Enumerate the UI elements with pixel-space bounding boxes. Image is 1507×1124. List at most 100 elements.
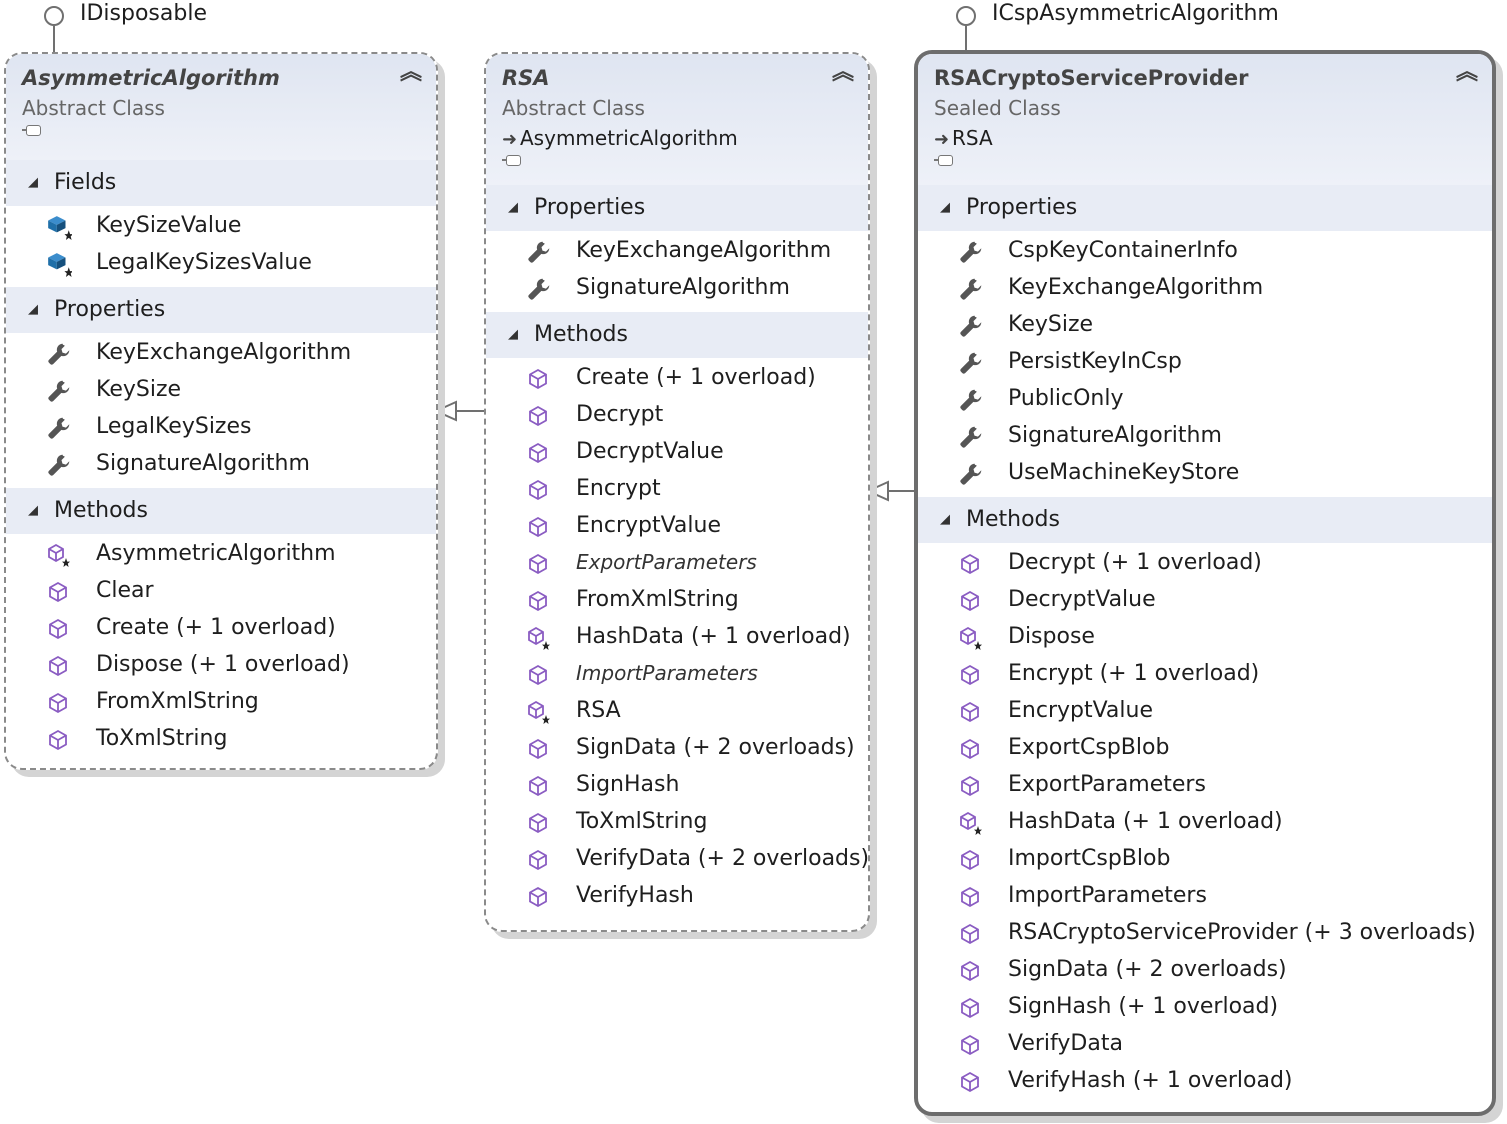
member-name: RSA <box>576 698 621 723</box>
member-row[interactable]: DecryptValue <box>486 433 868 470</box>
member-row[interactable]: KeyExchangeAlgorithm <box>918 269 1492 306</box>
member-row[interactable]: Create (+ 1 overload) <box>6 609 436 646</box>
member-row[interactable]: KeySize <box>6 371 436 408</box>
member-name: VerifyHash (+ 1 overload) <box>1008 1068 1293 1093</box>
member-row[interactable]: ImportParameters <box>486 655 868 692</box>
collapse-chevron-icon[interactable]: ︽ <box>399 60 422 85</box>
member-row[interactable]: HashData (+ 1 overload) <box>486 618 868 655</box>
member-name: FromXmlString <box>576 587 739 612</box>
section-header-properties[interactable]: ◢Properties <box>486 185 868 231</box>
section-header-properties[interactable]: ◢Properties <box>918 185 1492 231</box>
member-name: CspKeyContainerInfo <box>1008 238 1238 263</box>
member-row[interactable]: PersistKeyInCsp <box>918 343 1492 380</box>
member-row[interactable]: ExportParameters <box>918 766 1492 803</box>
member-row[interactable]: KeyExchangeAlgorithm <box>486 232 868 269</box>
member-row[interactable]: DecryptValue <box>918 581 1492 618</box>
member-row[interactable]: RSA <box>486 692 868 729</box>
member-row[interactable]: AsymmetricAlgorithm <box>6 535 436 572</box>
member-name: VerifyHash <box>576 883 694 908</box>
member-row[interactable]: KeySizeValue <box>6 207 436 244</box>
member-name: ImportParameters <box>1008 883 1207 908</box>
section-header-properties[interactable]: ◢Properties <box>6 287 436 333</box>
method-protected-icon <box>526 699 550 724</box>
class-rsa[interactable]: RSA Abstract Class ➜AsymmetricAlgorithm … <box>484 52 870 932</box>
member-name: ExportParameters <box>576 550 757 574</box>
member-row[interactable]: Create (+ 1 overload) <box>486 359 868 396</box>
section-header-methods[interactable]: ◢Methods <box>918 497 1492 543</box>
member-row[interactable]: ToXmlString <box>6 720 436 757</box>
member-row[interactable]: LegalKeySizes <box>6 408 436 445</box>
field-protected-icon <box>46 214 74 240</box>
member-row[interactable]: FromXmlString <box>6 683 436 720</box>
method-icon <box>958 773 982 797</box>
member-row[interactable]: VerifyData (+ 2 overloads) <box>486 840 868 877</box>
member-row[interactable]: SignatureAlgorithm <box>918 417 1492 454</box>
member-row[interactable]: Encrypt <box>486 470 868 507</box>
member-row[interactable]: Clear <box>6 572 436 609</box>
member-row[interactable]: CspKeyContainerInfo <box>918 232 1492 269</box>
collapse-triangle-icon[interactable]: ◢ <box>28 503 38 518</box>
class-rsacryptoserviceprovider[interactable]: RSACryptoServiceProvider Sealed Class ➜R… <box>914 50 1496 1116</box>
member-row[interactable]: EncryptValue <box>486 507 868 544</box>
member-row[interactable]: ImportParameters <box>918 877 1492 914</box>
collapse-triangle-icon[interactable]: ◢ <box>940 200 950 215</box>
member-row[interactable]: Dispose (+ 1 overload) <box>6 646 436 683</box>
property-wrench-icon <box>46 378 70 402</box>
member-row[interactable]: Decrypt (+ 1 overload) <box>918 544 1492 581</box>
member-row[interactable]: PublicOnly <box>918 380 1492 417</box>
member-row[interactable]: ImportCspBlob <box>918 840 1492 877</box>
section-header-fields[interactable]: ◢Fields <box>6 160 436 206</box>
member-row[interactable]: Dispose <box>918 618 1492 655</box>
member-row[interactable]: ToXmlString <box>486 803 868 840</box>
member-row[interactable]: SignatureAlgorithm <box>6 445 436 482</box>
inherits-arrow-icon: ➜ <box>502 129 518 150</box>
member-row[interactable]: ExportParameters <box>486 544 868 581</box>
section-header-methods[interactable]: ◢Methods <box>486 312 868 358</box>
method-icon <box>958 995 982 1019</box>
member-name: Decrypt <box>576 402 664 427</box>
section-header-methods[interactable]: ◢Methods <box>6 488 436 534</box>
collapse-triangle-icon[interactable]: ◢ <box>508 200 518 215</box>
member-row[interactable]: HashData (+ 1 overload) <box>918 803 1492 840</box>
inherits-arrow-icon: ➜ <box>934 129 950 150</box>
member-row[interactable]: EncryptValue <box>918 692 1492 729</box>
member-name: EncryptValue <box>1008 698 1154 723</box>
member-row[interactable]: SignHash (+ 1 overload) <box>918 988 1492 1025</box>
member-row[interactable]: SignData (+ 2 overloads) <box>486 729 868 766</box>
member-row[interactable]: Decrypt <box>486 396 868 433</box>
member-row[interactable]: SignatureAlgorithm <box>486 269 868 306</box>
member-row[interactable]: VerifyHash (+ 1 overload) <box>918 1062 1492 1099</box>
member-row[interactable]: SignData (+ 2 overloads) <box>918 951 1492 988</box>
property-wrench-icon <box>958 239 982 263</box>
member-name: SignatureAlgorithm <box>1008 423 1222 448</box>
collapse-triangle-icon[interactable]: ◢ <box>28 302 38 317</box>
member-name: SignatureAlgorithm <box>576 275 790 300</box>
collapse-triangle-icon[interactable]: ◢ <box>28 175 38 190</box>
method-icon <box>46 653 70 677</box>
collapse-chevron-icon[interactable]: ︽ <box>1455 60 1478 85</box>
member-row[interactable]: KeyExchangeAlgorithm <box>6 334 436 371</box>
member-name: VerifyData (+ 2 overloads) <box>576 846 870 871</box>
class-shape-icon <box>502 154 524 166</box>
collapse-triangle-icon[interactable]: ◢ <box>508 327 518 342</box>
interface-stem <box>53 26 55 56</box>
member-row[interactable]: ExportCspBlob <box>918 729 1492 766</box>
collapse-chevron-icon[interactable]: ︽ <box>831 60 854 85</box>
member-row[interactable]: KeySize <box>918 306 1492 343</box>
member-row[interactable]: Encrypt (+ 1 overload) <box>918 655 1492 692</box>
member-row[interactable]: VerifyData <box>918 1025 1492 1062</box>
member-row[interactable]: RSACryptoServiceProvider (+ 3 overloads) <box>918 914 1492 951</box>
member-row[interactable]: FromXmlString <box>486 581 868 618</box>
property-wrench-icon <box>526 276 550 300</box>
member-row[interactable]: LegalKeySizesValue <box>6 244 436 281</box>
method-icon <box>526 477 550 501</box>
method-protected-icon <box>958 625 982 650</box>
class-asymmetricalgorithm[interactable]: AsymmetricAlgorithm Abstract Class ︽ ◢Fi… <box>4 52 438 770</box>
member-row[interactable]: UseMachineKeyStore <box>918 454 1492 491</box>
class-name: AsymmetricAlgorithm <box>22 66 280 90</box>
collapse-triangle-icon[interactable]: ◢ <box>940 512 950 527</box>
member-row[interactable]: SignHash <box>486 766 868 803</box>
member-row[interactable]: VerifyHash <box>486 877 868 914</box>
member-name: ToXmlString <box>96 726 228 751</box>
